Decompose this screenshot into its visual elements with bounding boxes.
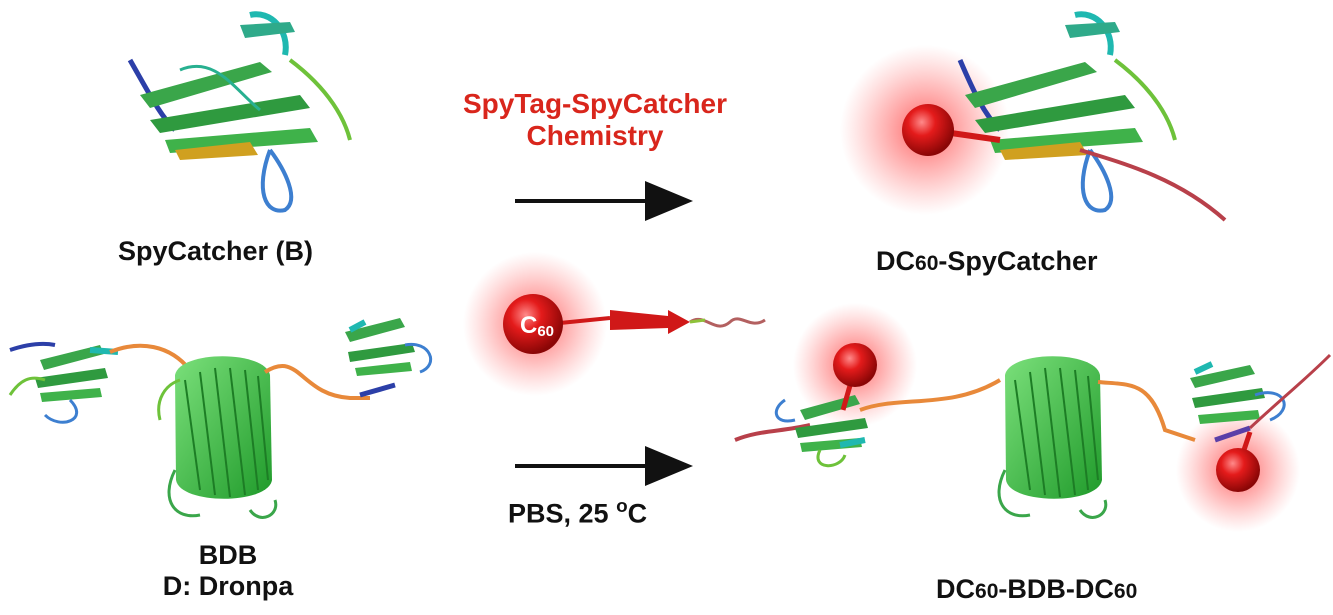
dc60-spycatcher-suffix: -SpyCatcher — [938, 246, 1098, 276]
spycatcher-label: SpyCatcher (B) — [118, 236, 314, 266]
dc60-spycatcher-sub: 60 — [915, 252, 939, 275]
c60-label: C60 — [520, 312, 554, 340]
chemistry-label-line2: Chemistry — [526, 120, 664, 152]
c60-spytag-structure — [463, 252, 766, 396]
conditions-degree: o — [616, 496, 628, 517]
chemistry-label: SpyTag-SpyCatcher Chemistry — [432, 88, 758, 152]
dc60-spycatcher-prefix: DC — [876, 246, 915, 276]
bdb-label-line2: D: Dronpa — [162, 571, 294, 602]
dc60-spycatcher-structure — [840, 11, 1227, 222]
conditions-label: PBS, 25 oC — [508, 496, 647, 529]
spycatcher-structure — [127, 11, 352, 213]
dc60-spycatcher-label: DC60-SpyCatcher — [876, 246, 1097, 277]
product-sub1: 60 — [975, 580, 999, 603]
conditions-prefix: PBS, 25 — [508, 498, 617, 529]
product-mid: -BDB-DC — [998, 574, 1114, 604]
bdb-structure — [8, 318, 433, 519]
product-label: DC60-BDB-DC60 — [936, 574, 1137, 605]
product-part1: DC — [936, 574, 975, 604]
product-sub2: 60 — [1113, 580, 1138, 603]
conditions-suffix: C — [627, 498, 648, 529]
bdb-label: BDB D: Dronpa — [140, 540, 316, 602]
bdb-label-line1: BDB — [198, 540, 258, 570]
chemistry-label-line1: SpyTag-SpyCatcher — [463, 88, 727, 119]
dc60-bdb-dc60-structure — [734, 303, 1332, 532]
